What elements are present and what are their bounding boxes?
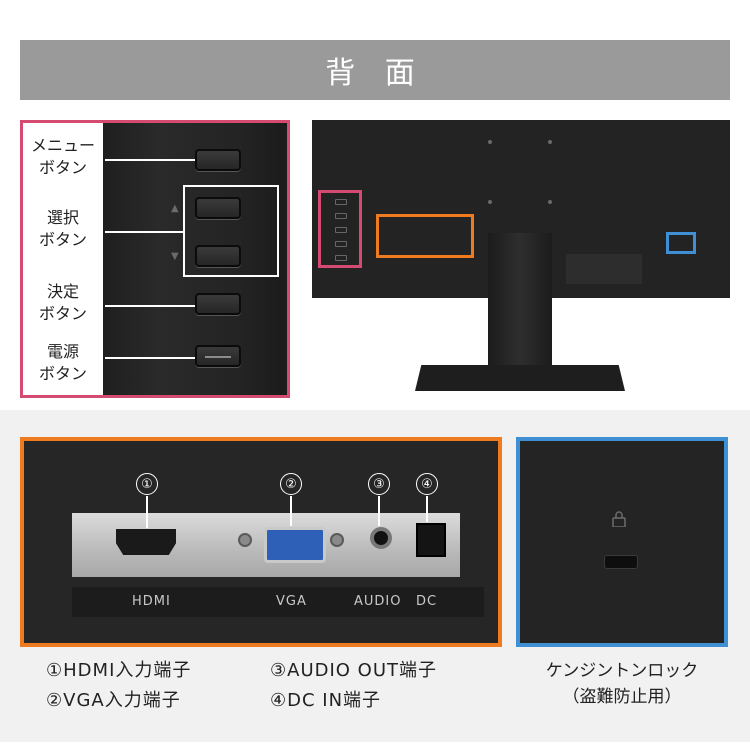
down-select-button[interactable]: [195, 245, 241, 267]
bottom-strip: [0, 742, 750, 750]
port-leader-3: [378, 496, 380, 526]
select-caption-line1: 選択: [46, 208, 79, 227]
menu-caption-line1: メニュー: [30, 136, 95, 155]
port-number-1: ①: [136, 473, 158, 495]
section-title-text: 背 面: [325, 56, 425, 91]
power-leader-line: [105, 357, 195, 359]
hdmi-port-label: HDMI: [132, 594, 171, 609]
up-arrow-mark: ▲: [171, 203, 179, 214]
vga-screw-right: [330, 533, 344, 547]
mini-button: [335, 227, 347, 233]
hdmi-port[interactable]: [116, 529, 176, 555]
vga-port-label: VGA: [276, 594, 307, 609]
port-leader-1: [146, 496, 148, 528]
rating-label-plate: [566, 254, 642, 284]
vesa-hole: [548, 200, 552, 204]
port-leader-2: [290, 496, 292, 526]
kensington-slot[interactable]: [604, 555, 638, 569]
decide-caption-line1: 決定: [46, 282, 79, 301]
caption-audio: ③AUDIO OUT端子: [270, 660, 438, 681]
port-number-2: ②: [280, 473, 302, 495]
mini-button: [335, 199, 347, 205]
decide-leader-line: [105, 305, 195, 307]
stand-base: [415, 365, 625, 391]
power-button[interactable]: [195, 345, 241, 367]
buttons-highlight: [318, 190, 362, 268]
lock-icon: [612, 511, 626, 531]
vesa-hole: [488, 200, 492, 204]
vesa-hole: [548, 140, 552, 144]
caption-kensington: ケンジントンロック: [545, 661, 699, 681]
port-number-4: ④: [416, 473, 438, 495]
port-number-3: ③: [368, 473, 390, 495]
caption-hdmi: ①HDMI入力端子: [46, 660, 192, 681]
select-leader-line: [105, 231, 183, 233]
menu-caption-line2: ボタン: [38, 158, 87, 177]
ports-closeup-panel: ① ② ③ ④ HDMI VGA AUDIO DC: [20, 437, 502, 647]
select-caption-line2: ボタン: [38, 230, 87, 249]
caption-vga: ②VGA入力端子: [46, 690, 181, 711]
select-button-caption: 選択 ボタン: [23, 207, 103, 251]
caption-dc: ④DC IN端子: [270, 690, 382, 711]
up-select-button[interactable]: [195, 197, 241, 219]
mini-button: [335, 213, 347, 219]
menu-leader-line: [105, 159, 195, 161]
vga-screw-left: [238, 533, 252, 547]
vesa-hole: [488, 140, 492, 144]
select-group-outline: [183, 185, 279, 277]
down-arrow-mark: ▼: [171, 251, 179, 262]
audio-out-port[interactable]: [370, 527, 392, 549]
dc-port-label: DC: [416, 594, 438, 609]
port-label-strip: [72, 587, 484, 617]
port-leader-4: [426, 496, 428, 522]
caption-kensington-note: （盗難防止用）: [562, 687, 682, 707]
decide-caption-line2: ボタン: [38, 304, 87, 323]
ports-highlight: [376, 214, 474, 258]
buttons-closeup-panel: メニュー ボタン 選択 ボタン 決定 ボタン 電源 ボタン ▲ ▼: [20, 120, 290, 398]
dc-in-port[interactable]: [416, 523, 446, 557]
section-title: 背 面: [20, 40, 730, 100]
lock-highlight: [666, 232, 696, 254]
power-caption-line2: ボタン: [38, 364, 87, 383]
audio-port-label: AUDIO: [354, 594, 402, 609]
vga-port[interactable]: [264, 527, 326, 563]
power-button-caption: 電源 ボタン: [23, 341, 103, 385]
mini-button: [335, 255, 347, 261]
menu-button[interactable]: [195, 149, 241, 171]
mini-button: [335, 241, 347, 247]
power-caption-line1: 電源: [46, 342, 79, 361]
stand-neck: [488, 233, 552, 367]
decide-button[interactable]: [195, 293, 241, 315]
menu-button-caption: メニュー ボタン: [23, 135, 103, 179]
kensington-closeup-panel: [516, 437, 728, 647]
power-button-indicator: [205, 356, 231, 358]
decide-button-caption: 決定 ボタン: [23, 281, 103, 325]
